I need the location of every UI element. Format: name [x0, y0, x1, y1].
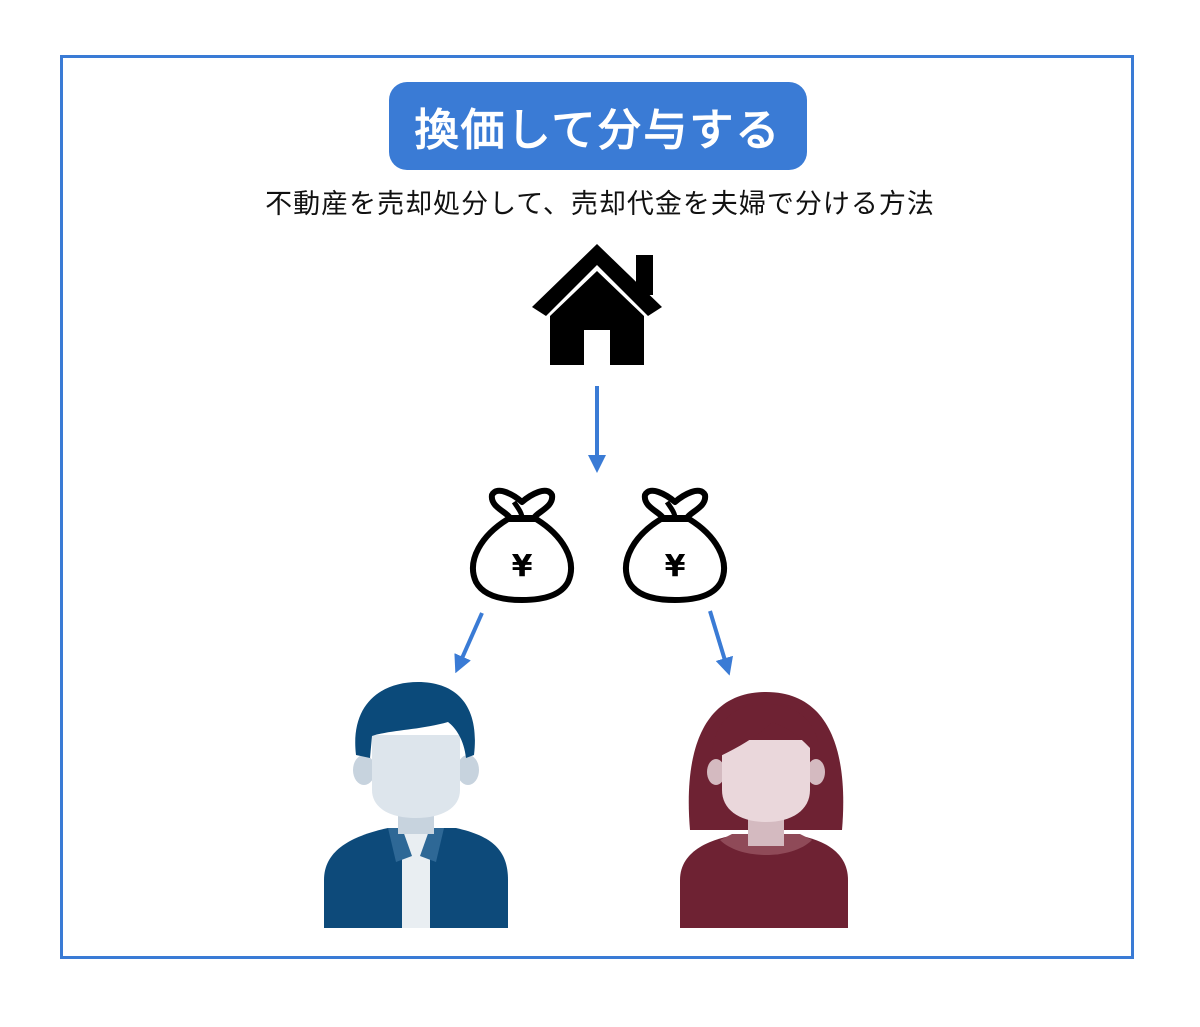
title-text: 換価して分与する	[414, 105, 782, 156]
man-icon	[324, 682, 508, 928]
subtitle: 不動産を売却処分して、売却代金を夫婦で分ける方法	[265, 189, 935, 220]
money-bag-icon: ¥	[623, 487, 727, 603]
yen-symbol: ¥	[512, 549, 533, 584]
money-bag-icon: ¥	[470, 487, 574, 603]
diagram-frame	[60, 55, 1134, 959]
arrow-to-woman	[708, 610, 733, 676]
yen-symbol: ¥	[665, 549, 686, 584]
woman-icon	[680, 692, 848, 928]
arrow-to-man	[454, 612, 484, 674]
house-icon	[532, 244, 662, 365]
title-badge: 換価して分与する	[389, 82, 807, 170]
